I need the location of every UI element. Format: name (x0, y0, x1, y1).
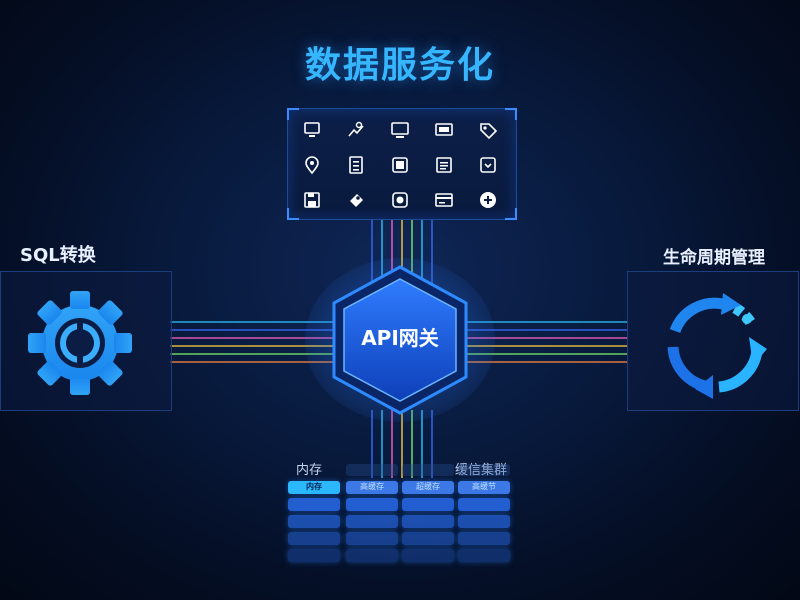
inbox-icon (477, 154, 499, 176)
save-icon (301, 189, 323, 211)
storage-block-label: 内存 (306, 482, 322, 491)
storage-block: 高缓节 (458, 481, 510, 494)
storage-block (458, 549, 510, 562)
storage-block (402, 515, 454, 528)
storage-block (346, 532, 398, 545)
display-icon (433, 119, 455, 141)
monitor-icon (301, 119, 323, 141)
tag-icon (477, 119, 499, 141)
storage-block (346, 549, 398, 562)
storage-block (458, 515, 510, 528)
storage-block-label: 高缓节 (472, 482, 496, 491)
panel-corner (505, 208, 517, 220)
storage-block (288, 532, 340, 545)
map-marker-icon (345, 119, 367, 141)
card-icon (433, 189, 455, 211)
storage-tab (346, 464, 398, 476)
storage-block-label: 高缓存 (360, 482, 384, 491)
storage-block (402, 549, 454, 562)
storage-block (288, 498, 340, 511)
document-icon (345, 154, 367, 176)
storage-block (346, 498, 398, 511)
sql-transform-label: SQL转换 (20, 245, 96, 266)
storage-block (402, 532, 454, 545)
gear-icon (28, 291, 132, 395)
storage-block: 高缓存 (346, 481, 398, 494)
storage-block (458, 498, 510, 511)
api-gateway-hexagon (305, 258, 495, 422)
panel-corner (287, 108, 299, 120)
cache-cluster-label: 缓信集群 (455, 463, 508, 478)
desktop-icon (389, 119, 411, 141)
plus-circle-icon (477, 189, 499, 211)
storage-block (288, 515, 340, 528)
panel-corner (505, 108, 517, 120)
panel-corner (287, 208, 299, 220)
storage-block: 内存 (288, 481, 340, 494)
storage-block (288, 549, 340, 562)
storage-tab (402, 464, 454, 476)
list-icon (433, 154, 455, 176)
sql-transform-box (0, 271, 172, 411)
diagram-title: 数据服务化 (304, 45, 495, 86)
storage-block (458, 532, 510, 545)
service-icon-panel (287, 108, 517, 220)
storage-block: 超缓存 (402, 481, 454, 494)
lifecycle-label: 生命周期管理 (663, 248, 765, 268)
storage-block (346, 515, 398, 528)
location-pin-icon (301, 154, 323, 176)
tag-arrow-icon (345, 189, 367, 211)
lifecycle-cycle-icon (667, 293, 767, 399)
square-icon (389, 154, 411, 176)
memory-label: 内存 (296, 463, 323, 478)
lifecycle-box (627, 271, 799, 411)
storage-tab (458, 464, 510, 476)
circle-button-icon (389, 189, 411, 211)
storage-block (402, 498, 454, 511)
api-gateway-label: API网关 (361, 326, 439, 350)
storage-block-label: 超缓存 (416, 482, 440, 491)
